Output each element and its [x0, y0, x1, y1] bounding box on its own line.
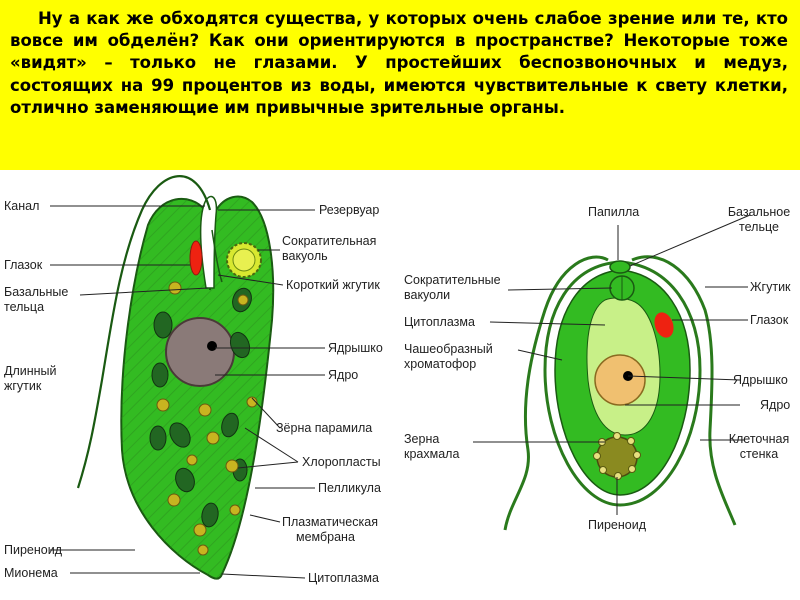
- label-plasma-membrane-1: Плазматическая: [282, 515, 378, 529]
- biology-figure: Канал Глазок Базальные тельца Длинный жг…: [0, 170, 800, 600]
- label-paramylon-grains: Зёрна парамила: [276, 421, 373, 435]
- euglena-nucleus: [165, 317, 235, 387]
- euglena-right-leaders: [215, 209, 325, 579]
- label-canal: Канал: [4, 199, 40, 213]
- euglena-long-flagellum: [76, 175, 212, 489]
- label-chromatophore-2: хроматофор: [404, 357, 477, 371]
- label-chlamy-cytoplasm: Цитоплазма: [404, 315, 475, 329]
- label-cell-wall-2: стенка: [739, 447, 779, 461]
- label-long-flagellum-1: Длинный: [4, 364, 57, 378]
- chlamy-flagellum-right: [631, 255, 737, 526]
- label-chlamy-eyespot: Глазок: [750, 313, 789, 327]
- label-papilla: Папилла: [588, 205, 640, 219]
- label-long-flagellum-2: жгутик: [4, 379, 42, 393]
- euglena-paramylon-grains: [156, 281, 258, 556]
- label-contractile-vacuole-2: вакуоль: [282, 249, 328, 263]
- chlamy-leaders: [473, 214, 751, 515]
- euglena-nucleolus: [207, 341, 217, 351]
- label-basal-bodies-2: тельца: [4, 300, 45, 314]
- chlamydomonas-cell: [503, 255, 737, 531]
- euglena-left-leaders: [50, 205, 209, 574]
- label-contractile-vacuoles-2: вакуоли: [404, 288, 451, 302]
- label-contractile-vacuole-1: Сократительная: [282, 234, 377, 248]
- label-contractile-vacuoles-1: Сократительные: [404, 273, 501, 287]
- label-reservoir: Резервуар: [319, 203, 380, 217]
- label-starch-grains-1: Зерна: [404, 432, 440, 446]
- label-chromatophore-1: Чашеобразный: [404, 342, 493, 356]
- banner-text: Ну а как же обходятся существа, у которы…: [10, 9, 788, 117]
- label-plasma-membrane-2: мембрана: [296, 530, 355, 544]
- chlamy-papilla: [609, 260, 631, 274]
- label-nucleus: Ядро: [328, 368, 359, 382]
- euglena-short-flagellum: [211, 229, 223, 283]
- label-cell-wall-1: Клеточная: [728, 432, 790, 446]
- euglena-canal: [200, 195, 218, 289]
- label-flagellum: Жгутик: [750, 280, 791, 294]
- label-pellicle: Пелликула: [318, 481, 381, 495]
- label-chlamy-nucleus: Ядро: [760, 398, 791, 412]
- chlamy-nucleus: [594, 354, 646, 406]
- label-short-flagellum: Короткий жгутик: [286, 278, 380, 292]
- chlamy-starch-grains: [593, 432, 641, 480]
- cell-diagram: [50, 175, 751, 580]
- label-myoneme: Мионема: [4, 566, 58, 580]
- euglena-cell: [76, 175, 275, 580]
- euglena-chloroplasts: [149, 287, 252, 528]
- label-chloroplasts: Хлоропласты: [302, 455, 381, 469]
- euglena-eyespot: [189, 240, 203, 276]
- label-basal-body-2: тельце: [739, 220, 779, 234]
- label-eyespot: Глазок: [4, 258, 43, 272]
- label-basal-bodies-1: Базальные: [4, 285, 69, 299]
- label-pyrenoid: Пиреноид: [4, 543, 63, 557]
- label-basal-body-1: Базальное: [727, 205, 791, 219]
- chlamy-flagellum-left: [503, 255, 609, 531]
- label-starch-grains-2: крахмала: [404, 447, 460, 461]
- text-banner: Ну а как же обходятся существа, у которы…: [0, 0, 800, 170]
- label-cytoplasm: Цитоплазма: [308, 571, 379, 585]
- label-chlamy-pyrenoid: Пиреноид: [588, 518, 647, 532]
- label-nucleolus: Ядрышко: [328, 341, 383, 355]
- chlamy-eyespot: [654, 312, 674, 338]
- label-chlamy-nucleolus: Ядрышко: [733, 373, 788, 387]
